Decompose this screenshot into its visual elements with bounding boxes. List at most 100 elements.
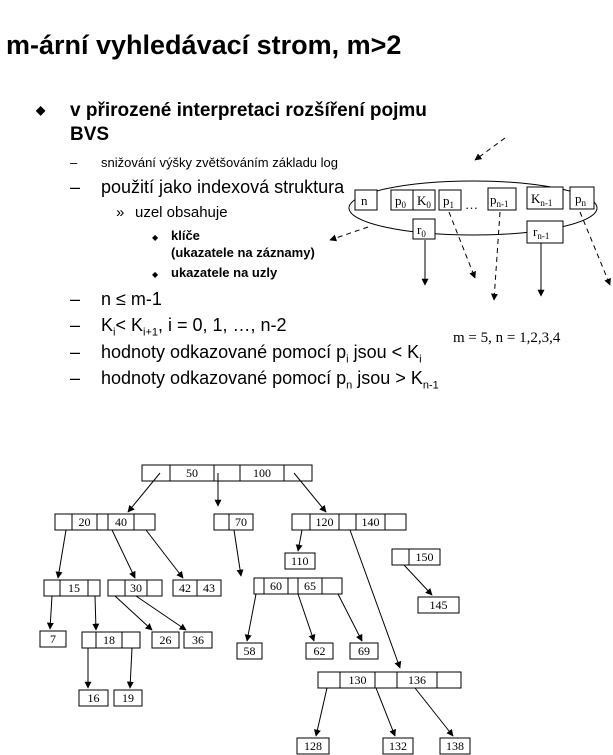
dash-icon: – bbox=[70, 177, 81, 197]
bullet-diamond-icon: ◆ bbox=[152, 270, 159, 279]
tree-pointer-cell bbox=[96, 513, 109, 531]
tree-key-cell bbox=[408, 548, 441, 566]
tree-key-cell bbox=[305, 642, 334, 660]
tree-key-cell bbox=[228, 513, 254, 531]
cond-p: hodnoty odkazované pomocí pi jsou < Ki bbox=[101, 342, 422, 366]
tree-pointer-cell bbox=[283, 464, 313, 482]
tree-pointer-cell bbox=[146, 579, 163, 597]
keys-line1: klíče bbox=[171, 228, 200, 243]
tree-key-cell bbox=[296, 737, 330, 755]
node-cells: n p0 K0 p1 … pn-1 Kn-1 pn r0 rn-1 bbox=[354, 186, 595, 244]
tree-key: 19 bbox=[122, 691, 134, 705]
bullet1-line1: v přirozené interpretaci rozšíření pojmu bbox=[70, 100, 427, 121]
tree-edge bbox=[337, 593, 363, 642]
cond-k: Ki< Ki+1, i = 0, 1, …, n-2 bbox=[101, 315, 287, 339]
tree-pointer-cell bbox=[121, 631, 141, 649]
tree-edge bbox=[403, 564, 433, 596]
svg-text:n: n bbox=[361, 193, 368, 208]
dash-icon: – bbox=[70, 368, 81, 388]
tree-pointer-cell bbox=[287, 577, 299, 595]
tree-pointer-cell bbox=[43, 579, 61, 597]
sub-index-text: použití jako indexová struktura bbox=[101, 177, 345, 197]
tree-edge bbox=[375, 687, 396, 737]
tree-key: 150 bbox=[416, 550, 434, 564]
tree-key: 40 bbox=[115, 515, 127, 529]
tree-edge bbox=[46, 595, 54, 630]
cond-n: n ≤ m-1 bbox=[101, 289, 162, 309]
svg-text:r0: r0 bbox=[417, 222, 426, 239]
tree-pointer-cell bbox=[87, 579, 101, 597]
tree-key: 36 bbox=[192, 633, 204, 647]
tree-key-cell bbox=[284, 552, 316, 570]
dash-icon: – bbox=[70, 315, 81, 335]
tree-key: 16 bbox=[88, 691, 100, 705]
bullet1-line2: BVS bbox=[70, 124, 110, 145]
tree-pointer-cell bbox=[317, 671, 341, 689]
tree-key: 120 bbox=[316, 515, 334, 529]
tree-key-cell bbox=[236, 642, 263, 660]
tree-key: 15 bbox=[68, 581, 80, 595]
tree-key: 110 bbox=[291, 554, 309, 568]
tree-pointer-cell bbox=[391, 548, 410, 566]
tree-edge bbox=[127, 472, 161, 513]
tree-pointer-cell bbox=[436, 671, 462, 689]
tree-pointer-cell bbox=[253, 577, 265, 595]
tree-pointer-cell bbox=[374, 671, 398, 689]
dash-icon: – bbox=[70, 155, 78, 170]
slide-title: m-ární vyhledávací strom, m>2 bbox=[6, 30, 402, 60]
sub-small-text: snižování výšky zvětšováním základu log bbox=[101, 155, 338, 170]
tree-edge bbox=[55, 529, 67, 579]
tree-pointer-cell bbox=[338, 513, 357, 531]
tree-key: 60 bbox=[270, 579, 282, 593]
tree-key: 132 bbox=[389, 739, 407, 753]
tree-edge bbox=[145, 529, 184, 579]
tree-key-cell bbox=[113, 689, 143, 707]
tree-key-cell bbox=[417, 596, 460, 614]
tree-key: 70 bbox=[235, 515, 247, 529]
tree-key: 18 bbox=[103, 633, 115, 647]
tree-key: 65 bbox=[304, 579, 316, 593]
tree-key-cell bbox=[439, 737, 471, 755]
tree-key: 58 bbox=[244, 644, 256, 658]
cond-pn: hodnoty odkazované pomocí pn jsou > Kn-1 bbox=[101, 368, 439, 392]
tree-edge bbox=[349, 529, 402, 669]
svg-text:pn: pn bbox=[575, 191, 587, 208]
tree-edge bbox=[414, 687, 454, 737]
tree-key: 128 bbox=[304, 739, 322, 753]
bullet-diamond-icon: ◆ bbox=[152, 233, 159, 242]
tree-edge bbox=[233, 529, 244, 577]
tree-edge bbox=[313, 687, 328, 737]
tree-edge bbox=[114, 595, 153, 631]
tree-pointer-cell bbox=[291, 513, 311, 531]
tree-key: 69 bbox=[358, 644, 370, 658]
chevron-bullet-icon: » bbox=[116, 204, 125, 221]
tree-edge bbox=[111, 529, 136, 579]
tree-pointer-cell bbox=[213, 513, 230, 531]
bullet-diamond-icon: ◆ bbox=[36, 103, 46, 117]
tree-key: 42 bbox=[179, 581, 191, 595]
ellipsis-dots: … bbox=[465, 197, 478, 212]
svg-text:p1: p1 bbox=[443, 193, 454, 210]
tree-key: 100 bbox=[253, 466, 271, 480]
dash-icon: – bbox=[70, 289, 81, 309]
tree-key: 30 bbox=[130, 581, 142, 595]
tree-pointer-cell bbox=[133, 513, 156, 531]
tree-edge bbox=[135, 595, 187, 631]
tree-pointer-cell bbox=[54, 513, 73, 531]
svg-text:p0: p0 bbox=[395, 193, 407, 210]
tree-edge bbox=[244, 593, 257, 642]
tree-key: 62 bbox=[314, 644, 326, 658]
tree-key: 130 bbox=[349, 673, 367, 687]
tree-key-cell bbox=[78, 689, 109, 707]
tree-key: 43 bbox=[203, 581, 215, 595]
tree-edge bbox=[295, 529, 303, 552]
tree-key: 20 bbox=[79, 515, 91, 529]
node-pointers-text: ukazatele na uzly bbox=[171, 265, 278, 280]
tree-key-cell bbox=[349, 642, 379, 660]
tree-edge bbox=[92, 595, 100, 631]
keys-line2: (ukazatele na záznamy) bbox=[171, 245, 315, 260]
tree-key-cell bbox=[382, 737, 414, 755]
tree-pointer-cell bbox=[107, 579, 126, 597]
tree-edge bbox=[126, 647, 134, 689]
node-contains-text: uzel obsahuje bbox=[135, 204, 228, 221]
